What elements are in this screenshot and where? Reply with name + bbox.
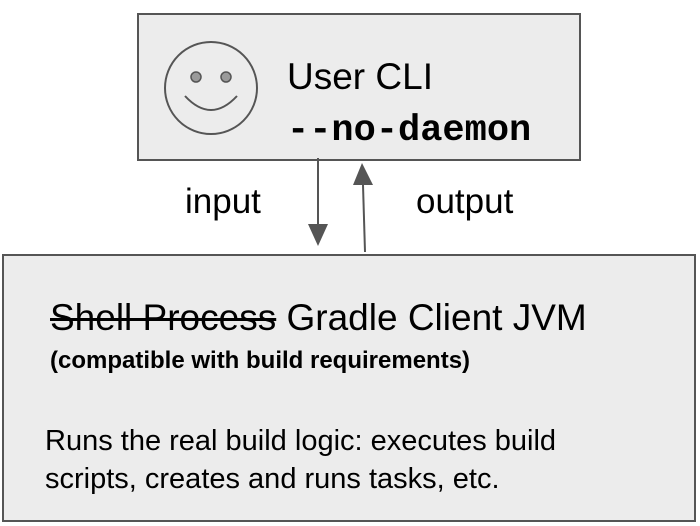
gradle-client-jvm-title: Gradle Client JVM bbox=[286, 297, 587, 338]
struck-shell-process: Shell Process bbox=[50, 297, 277, 338]
user-cli-box: User CLI --no-daemon bbox=[137, 13, 581, 161]
client-description: Runs the real build logic: executes buil… bbox=[45, 422, 556, 498]
no-daemon-flag: --no-daemon bbox=[287, 110, 532, 152]
input-label: input bbox=[185, 182, 261, 221]
user-cli-title: User CLI bbox=[287, 56, 433, 97]
client-subtitle: (compatible with build requirements) bbox=[50, 347, 471, 374]
description-line: Runs the real build logic: executes buil… bbox=[45, 425, 557, 457]
output-label: output bbox=[416, 182, 514, 221]
input-arrowhead bbox=[308, 224, 328, 246]
description-line: scripts, creates and runs tasks, etc. bbox=[45, 463, 500, 495]
output-arrowhead bbox=[353, 163, 373, 185]
output-arrow bbox=[362, 184, 366, 253]
smiley-face-icon bbox=[164, 41, 258, 135]
gradle-client-jvm-box: Shell Process Gradle Client JVM (compati… bbox=[2, 254, 696, 522]
client-title: Shell Process Gradle Client JVM bbox=[50, 296, 587, 340]
